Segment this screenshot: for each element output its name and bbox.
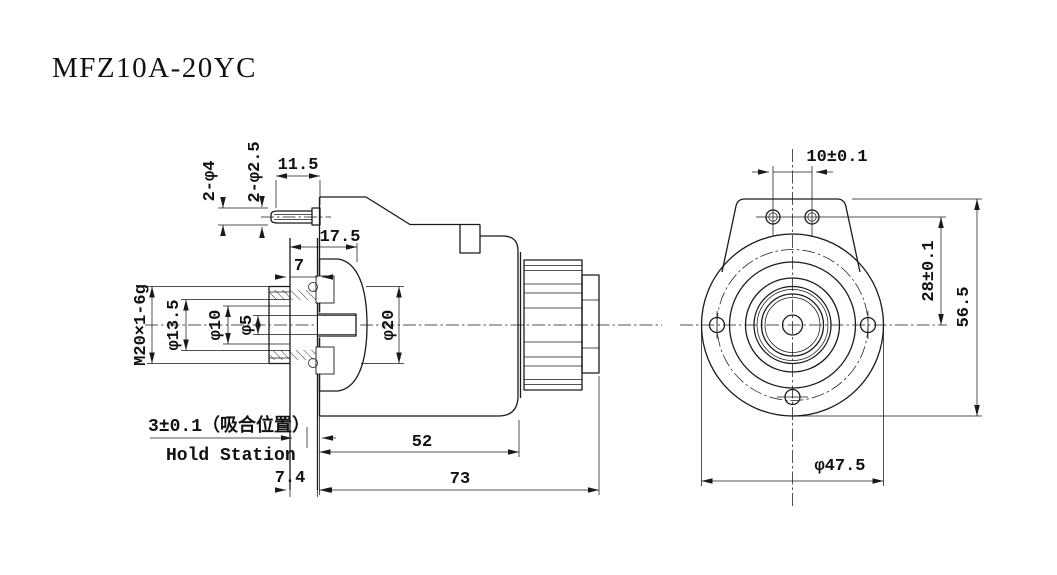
dim-total-height: 56.5: [955, 287, 974, 328]
dim-stroke-note-en: Hold Station: [166, 446, 296, 466]
front-view: 10±0.1 28±0.1 56.5 φ47.5: [680, 148, 982, 508]
side-view: 11.5 2-φ4 2-φ2.5 17.5 7 M20×1-6g: [132, 141, 662, 497]
dim-pin-length: 11.5: [278, 156, 319, 175]
dim-pole-width: 7: [294, 257, 304, 276]
dim-pin-holes-outer: 2-φ4: [201, 161, 220, 202]
dim-body-dia: φ47.5: [814, 457, 865, 476]
top-flange-plate: [721, 166, 946, 273]
dim-nose-length: 17.5: [320, 228, 361, 247]
dim-holes-to-center: 28±0.1: [920, 240, 939, 301]
o-ring-top: [308, 282, 318, 292]
dim-total-length: 73: [450, 470, 470, 489]
dim-armature-dia: φ20: [380, 310, 399, 341]
push-pin: [318, 313, 357, 337]
dim-stroke-note-cn: 3±0.1（吸合位置）: [148, 414, 310, 437]
dim-thread: M20×1-6g: [132, 284, 151, 366]
o-ring-bottom: [308, 358, 318, 368]
front-view-dimensions: 10±0.1 28±0.1 56.5 φ47.5: [701, 148, 982, 486]
side-view-dimensions: 11.5 2-φ4 2-φ2.5 17.5 7 M20×1-6g: [132, 141, 600, 495]
dim-push-pin-dia: φ5: [238, 315, 257, 335]
dim-guide-dia: φ10: [207, 310, 226, 341]
connector-end-cap: [581, 274, 600, 374]
cable-gland-boss: [459, 224, 481, 254]
terminal-pin: [270, 207, 321, 226]
dim-body-length: 52: [412, 433, 432, 452]
dim-hole-spacing: 10±0.1: [806, 148, 867, 167]
body-outer-circle: [700, 233, 885, 417]
mounting-holes: [708, 311, 877, 406]
dim-flange-thickness: 7.4: [275, 469, 306, 488]
dim-bore-dia: φ13.5: [165, 299, 184, 350]
dim-pin-holes-inner: 2-φ2.5: [246, 141, 265, 202]
concentric-rings: [728, 261, 857, 389]
armature-section: [269, 258, 368, 392]
connector-plug: [519, 252, 600, 398]
drawing-title: MFZ10A-20YC: [52, 52, 257, 84]
